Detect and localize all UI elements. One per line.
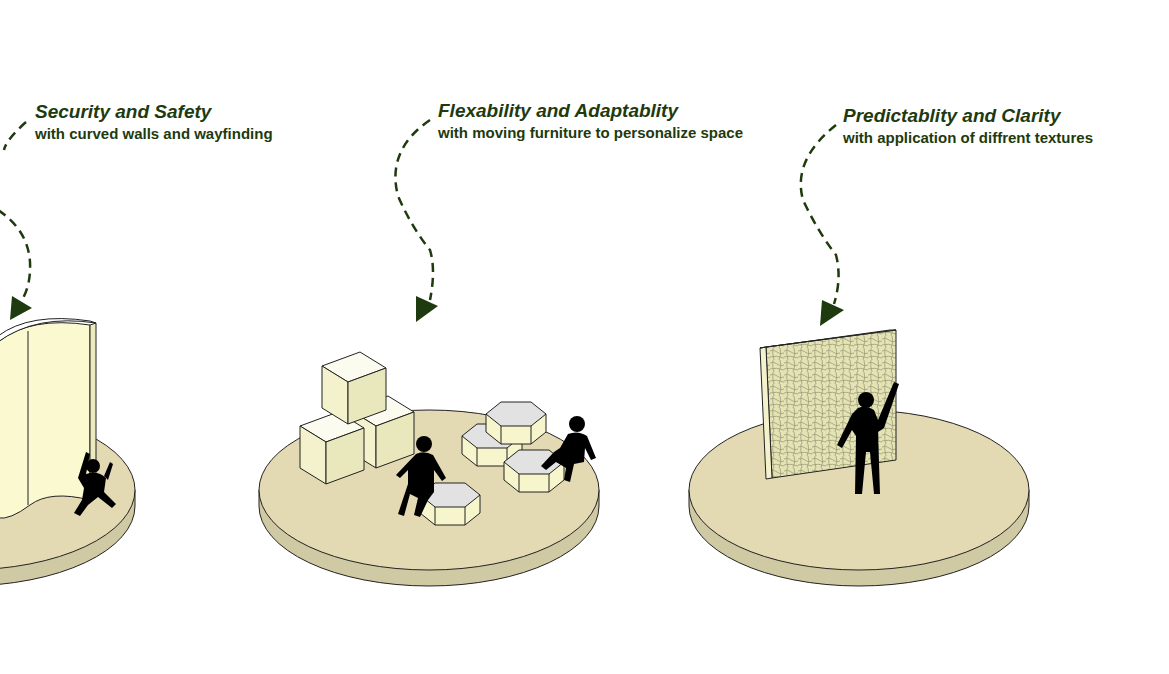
principle-heading: Predictablity and Clarity (843, 105, 1061, 127)
person-figure (837, 382, 899, 494)
arrow-head (416, 296, 438, 322)
dashed-arrow (0, 120, 839, 304)
illustration (322, 352, 386, 424)
textured-wall (760, 330, 896, 348)
curved-wall (0, 319, 96, 342)
principle-description: with application of diffrent textures (843, 129, 1093, 146)
person-figure (416, 436, 432, 452)
person-figure (858, 392, 874, 408)
platform-disc (259, 410, 599, 586)
textured-wall (760, 347, 772, 479)
dashed-arrow (0, 122, 30, 300)
principle-heading: Security and Safety (35, 101, 211, 123)
curved-wall (0, 319, 96, 519)
principle-description: with moving furniture to personalize spa… (438, 124, 743, 141)
principle-description: with curved walls and wayfinding (35, 125, 273, 142)
illustration (300, 412, 364, 484)
person-figure (104, 462, 113, 480)
curved-wall (28, 331, 29, 505)
dashed-arrow (395, 120, 433, 300)
person-figure (541, 432, 596, 482)
curved-wall (0, 323, 90, 519)
person-figure (396, 452, 446, 517)
person-figure (569, 416, 585, 432)
arrow-head (10, 296, 32, 320)
person-figure (74, 452, 116, 516)
arrow-head (10, 296, 844, 326)
dashed-arrow (801, 125, 839, 304)
principle-heading: Flexability and Adaptablity (438, 100, 678, 122)
person-figure (74, 452, 116, 516)
arrow-head (820, 300, 844, 326)
platform-disc (259, 410, 599, 570)
illustration (486, 402, 546, 444)
person-figure (541, 416, 596, 482)
person-figure (837, 382, 899, 494)
person-figure (396, 436, 446, 517)
